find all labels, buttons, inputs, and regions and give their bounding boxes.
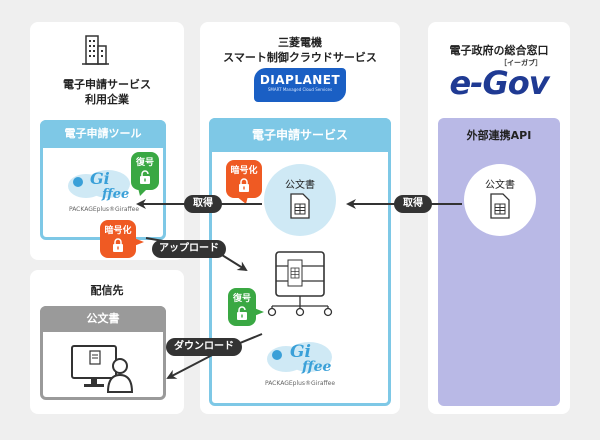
destination-title: 配信先 xyxy=(90,284,124,297)
egov-title: 電子政府の総合窓口 xyxy=(449,44,549,57)
giraffee-logo: Gi ffee xyxy=(267,342,332,375)
destination-doc-header: 公文書 xyxy=(40,306,166,332)
acquire-label-left: 取得 xyxy=(184,195,222,213)
tool-decrypt-bubble: 復号 xyxy=(131,152,159,190)
service-decrypt-label: 復号 xyxy=(232,294,251,304)
tool-encrypt-bubble: 暗号化 xyxy=(100,220,136,258)
mitsubishi-title-line2: スマート制御クラウドサービス xyxy=(223,51,377,64)
service-product-name: PACKAGEplus®Giraffee xyxy=(264,380,336,387)
diaplanet-logo: DIAPLANET SMART Managed Cloud Services xyxy=(254,68,346,102)
service-decrypt-bubble: 復号 xyxy=(228,288,256,326)
diaplanet-logo-text: DIAPLANET xyxy=(259,73,341,87)
download-label: ダウンロード xyxy=(166,338,242,356)
document-icon xyxy=(290,193,310,219)
unlock-icon xyxy=(237,306,247,320)
egov-header: 外部連携API xyxy=(466,129,532,142)
egov-logo: ［イーガブ］ e-Gov xyxy=(444,58,554,106)
service-encrypt-label: 暗号化 xyxy=(230,166,258,176)
tool-header: 電子申請ツール xyxy=(40,120,166,148)
svg-text:ffee: ffee xyxy=(301,359,331,375)
svg-text:Gi: Gi xyxy=(90,169,110,188)
service-header: 電子申請サービス xyxy=(209,118,391,152)
lock-icon xyxy=(113,238,123,252)
lock-icon xyxy=(239,178,249,192)
unlock-icon xyxy=(140,170,150,184)
egov-logo-reading: ［イーガブ］ xyxy=(500,59,542,67)
acquire-label-right: 取得 xyxy=(394,195,432,213)
service-doc-label: 公文書 xyxy=(285,180,315,191)
service-encrypt-bubble: 暗号化 xyxy=(226,160,262,198)
server-icon xyxy=(267,251,333,317)
egov-logo-text: e-Gov xyxy=(449,64,549,102)
diaplanet-logo-sub: SMART Managed Cloud Services xyxy=(267,87,333,92)
mitsubishi-title-line1: 三菱電機 xyxy=(278,36,322,49)
company-title-line2: 利用企業 xyxy=(85,93,129,106)
monitor-user-icon xyxy=(71,345,134,393)
tool-decrypt-label: 復号 xyxy=(135,158,154,168)
upload-label: アップロード xyxy=(152,240,226,258)
svg-text:ffee: ffee xyxy=(101,187,129,202)
svg-text:Gi: Gi xyxy=(290,342,311,362)
document-icon xyxy=(490,193,510,219)
company-title-line1: 電子申請サービス xyxy=(63,78,151,91)
building-icon xyxy=(82,35,109,65)
egov-doc-label: 公文書 xyxy=(485,180,515,191)
giraffee-logo: Gi ffee xyxy=(68,169,130,202)
tool-encrypt-label: 暗号化 xyxy=(104,226,132,236)
tool-product-name: PACKAGEplus®Giraffee xyxy=(68,206,140,213)
